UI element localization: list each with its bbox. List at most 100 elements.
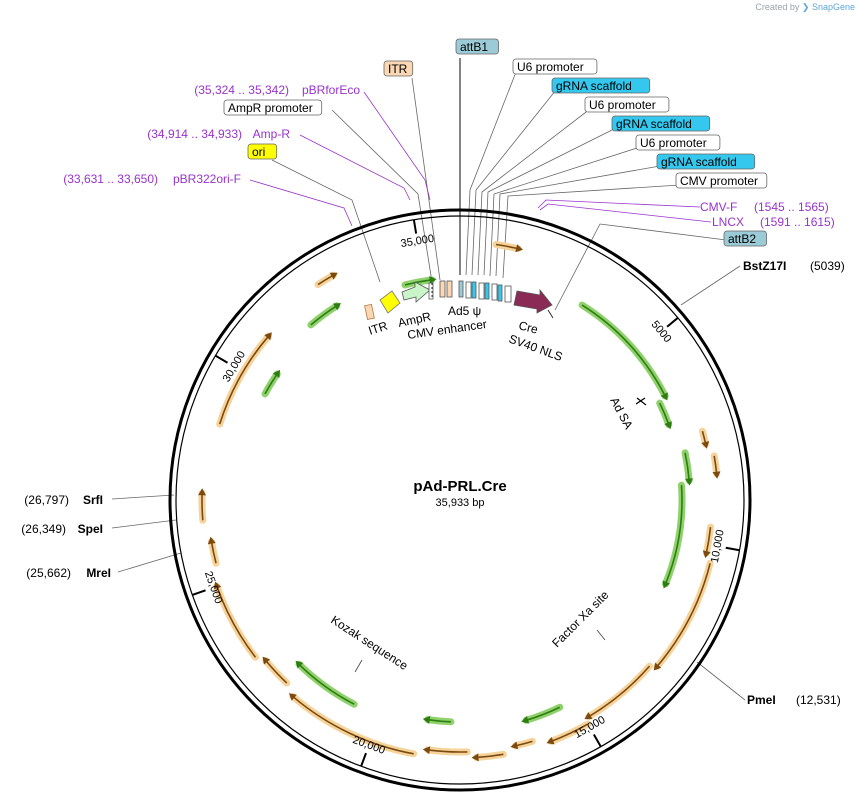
feature-label-7: gRNA scaffold (656, 153, 756, 170)
snapgene-credit: Created by ❯ SnapGene (755, 2, 855, 13)
tick-mark-5000 (666, 317, 679, 328)
feature-label-box-4 (584, 96, 670, 113)
feature-label-text-2: U6 promoter (517, 60, 584, 74)
feature-arc-arrowhead-0 (660, 392, 668, 401)
feature-arc-6 (295, 660, 358, 708)
itr-leader (411, 77, 441, 281)
primer-lncx-pos: (1591 .. 1615) (760, 215, 835, 229)
bstz17i-leader (680, 265, 741, 306)
primer-lncx-name: LNCX (712, 215, 744, 229)
feature-label-6: U6 promoter (635, 134, 721, 151)
feature-labels: ITR attB1 U6 promoter gRNA scaffold U6 promo… (223, 38, 768, 247)
feature-label-11: attB2 (723, 230, 767, 247)
feature-label-text-9: AmpR promoter (228, 101, 313, 115)
orf-arc-arrowhead-6 (546, 736, 555, 745)
sv40-nls-label: SV40 NLS (507, 332, 564, 364)
site-mrei-pos: (25,662) (26, 566, 71, 580)
tick-mark-25000 (192, 589, 206, 596)
factor-xa-label: Factor Xa site (549, 588, 611, 650)
feature-label-text-4: U6 promoter (589, 98, 656, 112)
ori-feature (379, 290, 401, 314)
feature-arc-arrowhead-4 (521, 715, 530, 724)
feature-label-8: CMV promoter (675, 172, 768, 189)
orf-arc-arrowhead-1 (701, 441, 710, 449)
orf-arc-arrowhead-11 (262, 656, 271, 665)
ad-sa-mark-2 (635, 397, 646, 405)
primer-pbr322ori-f-name: pBR322ori-F (173, 172, 241, 186)
srfi-leader (111, 494, 175, 500)
primer-amp-r-pos: (34,914 .. 34,933) (147, 127, 242, 141)
tick-label-20000: 20,000 (351, 734, 387, 757)
cre-feature (513, 288, 553, 314)
feature-label-box-6 (635, 134, 721, 151)
tick-mark-10000 (725, 546, 740, 552)
feature-label-5: gRNA scaffold (611, 115, 711, 132)
feature-label-box-1 (455, 38, 499, 55)
ampr-promoter-feature (428, 282, 434, 300)
grna-feature-2 (484, 282, 490, 300)
grna-feature-3 (497, 284, 503, 302)
feature-label-box-10 (247, 143, 278, 160)
feature-label-text-8: CMV promoter (680, 174, 758, 188)
tick-mark-15000 (592, 733, 602, 748)
plasmid-name: pAd-PRL.Cre (413, 478, 506, 495)
feature-arc-line-0 (581, 304, 666, 397)
feature-label-box-0 (383, 60, 414, 77)
feature-label-text-1: attB1 (460, 40, 488, 54)
orf-arc-line-14 (201, 493, 204, 521)
credit-brand: SnapGene (811, 2, 855, 12)
orf-arc-line-5 (588, 665, 651, 718)
itr-left-feature (364, 303, 375, 320)
orf-arc-5 (585, 662, 653, 721)
primer-amp-r-name: Amp-R (253, 127, 291, 141)
tick-mark-35000 (412, 219, 418, 234)
feature-label-text-0: ITR (388, 62, 408, 76)
orf-arc-arrowhead-3 (702, 550, 711, 559)
credit-prefix: Created by (755, 2, 800, 12)
orf-arc-arrowhead-5 (584, 712, 593, 720)
feature-label-9: AmpR promoter (223, 99, 323, 116)
u6-feature-2 (478, 282, 485, 300)
feature-label-box-8 (675, 172, 768, 189)
feature-label-2: U6 promoter (512, 58, 598, 75)
kozak-label: Kozak sequence (328, 613, 410, 673)
feature-arc-line-8 (310, 305, 338, 326)
plasmid-size: 35,933 bp (436, 497, 485, 509)
u6-feature-3 (491, 283, 498, 301)
feature-arc-arrowhead-7 (272, 369, 281, 378)
feature-arc-line-3 (664, 485, 683, 585)
site-srfi-pos: (26,797) (24, 493, 69, 507)
spei-leader (111, 519, 177, 529)
feature-arc-arrowhead-8 (332, 303, 342, 311)
site-spei-pos: (26,349) (21, 522, 66, 536)
feature-label-text-6: U6 promoter (640, 136, 707, 150)
cmv-promoter-feature (504, 285, 512, 303)
orf-arc-arrowhead-0 (515, 244, 524, 253)
feature-label-text-10: ori (252, 145, 265, 159)
feature-label-box-9 (223, 99, 323, 116)
feature-label-4: U6 promoter (584, 96, 670, 113)
u6-feature-1 (465, 281, 472, 299)
ad5-feature (446, 280, 453, 298)
feature-arc-line-4 (525, 706, 561, 722)
tick-label-35000: 35,000 (400, 233, 435, 250)
kozak-leader (354, 659, 363, 673)
ampr-inner-label: AmpR (397, 309, 433, 330)
ampr-feature (401, 281, 431, 303)
ad-sa-mark (636, 397, 647, 406)
feature-label-1: attB1 (455, 38, 499, 55)
feature-arcs (198, 241, 721, 762)
feature-arc-arrowhead-9 (429, 276, 437, 285)
itr-feature (439, 280, 446, 298)
feature-label-0: ITR (383, 60, 414, 77)
feature-label-10: ori (247, 143, 278, 160)
primer-pbrforeco-pos: (35,324 .. 35,342) (194, 83, 289, 97)
grna-2-leader (483, 127, 617, 276)
orf-arc-arrowhead-2 (712, 471, 721, 479)
tick-label-5000: 5000 (649, 319, 674, 345)
feature-label-box-7 (656, 153, 756, 170)
pbr322ori-f-leader (249, 179, 353, 227)
pmei-leader (696, 661, 746, 701)
orf-arc-arrowhead-15 (264, 332, 272, 341)
feature-arc-line-6 (298, 663, 355, 705)
